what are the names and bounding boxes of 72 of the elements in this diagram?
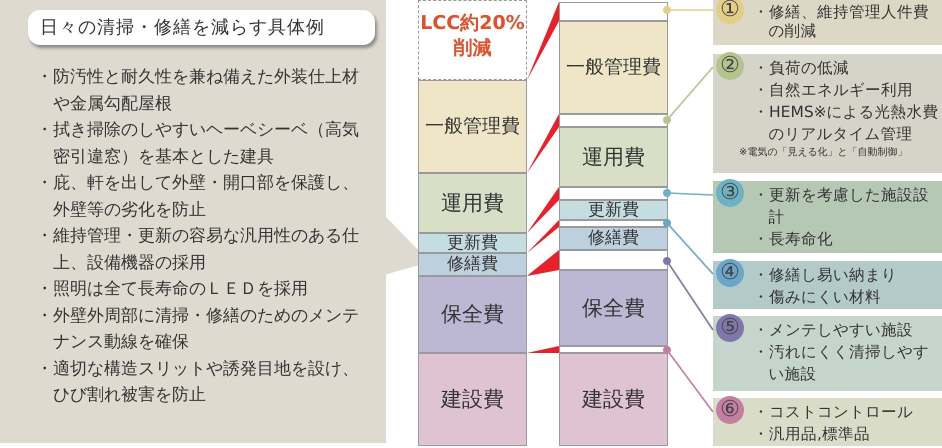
leader-line: [663, 189, 714, 197]
number-badge: ⑥: [716, 396, 744, 424]
number-badge: ⑤: [716, 314, 744, 342]
leader-line: [663, 257, 714, 330]
bar-segment: [418, 233, 527, 253]
bullet-text: ・HEMS※による光熱水費のリアルタイム管理: [753, 102, 939, 145]
segment-label: 建設費: [582, 388, 645, 411]
segment-label: 一般管理費: [566, 57, 661, 78]
gap-segment: [559, 114, 668, 127]
gap-segment: [559, 346, 668, 353]
bullet-text: ・外壁外周部に清掃・修繕のためのメンテナンス動線を確保: [36, 304, 360, 354]
segment-label: 修繕費: [447, 255, 498, 274]
bullet-text: ・適切な構造スリットや誘発目地を設け、ひび割れ被害を防止: [36, 358, 360, 407]
bar-segment: [559, 270, 668, 346]
bar-segment: [418, 80, 527, 173]
bullet-text: ・更新を考慮した施設設計: [753, 185, 930, 228]
bullet-text: ・照明は全て長寿命のＬＥＤを採用: [36, 278, 309, 301]
gap-segment: [559, 250, 668, 270]
bullet-text: ・修繕、維持管理人件費の削減: [753, 3, 930, 41]
bar-segment: [559, 200, 668, 220]
panel-heading: 日々の清掃・修繕を減らす具体例: [28, 10, 375, 45]
segment-label: 更新費: [588, 201, 639, 219]
segment-label: 建設費: [441, 388, 504, 411]
callout-box: [713, 261, 942, 309]
gap-segment: [559, 187, 668, 200]
callout-box: [713, 181, 942, 253]
bar-segment: [559, 227, 668, 250]
leader-line: [663, 219, 714, 275]
segment-label: 一般管理費: [425, 116, 520, 137]
leader-line: [663, 66, 714, 124]
bullet-text: ・長寿命化: [753, 229, 834, 250]
bar-segment: [418, 353, 527, 446]
gap-segment: [559, 220, 668, 227]
number-badge: ①: [716, 0, 744, 24]
bullet-text: ・自然エネルギー利用: [753, 80, 914, 101]
number-badge: ②: [716, 52, 744, 80]
bar-segment: [559, 21, 668, 114]
callout-box: [713, 0, 942, 45]
number-badge: ④: [716, 259, 744, 287]
number-badge: ③: [716, 179, 744, 207]
bar-segment: [418, 173, 527, 233]
footnote: ※電気の「見える化」と「自動制御」: [739, 146, 908, 160]
bullet-text: ・維持管理・更新の容易な汎用性のある仕上、設備機器の採用: [36, 225, 360, 274]
segment-label: 保全費: [441, 303, 504, 326]
segment-label: 修繕費: [588, 229, 639, 248]
segment-label: 保全費: [582, 296, 645, 320]
bar-segment: [559, 353, 668, 446]
bar-segment: [559, 127, 668, 187]
bar-segment: [418, 253, 527, 276]
bullet-text: ・傷みにくい材料: [753, 287, 882, 308]
callout-box: [713, 316, 942, 391]
segment-label: 運用費: [441, 192, 504, 214]
bullet-text: ・コストコントロール: [753, 402, 914, 423]
reduction-label: LCC約20% 削減: [419, 11, 526, 61]
bullet-text: ・修繕し易い納まり: [753, 265, 898, 286]
bullet-text: ・汎用品,標準品: [753, 424, 871, 445]
bullet-text: ・メンテしやすい施設: [753, 320, 914, 341]
reduction-box: [418, 0, 527, 80]
bullet-text: ・拭き掃除のしやすいヘーベシーベ（高気密引違窓）を基本とした建具: [36, 119, 360, 168]
callout-box: [713, 398, 942, 446]
info-panel: [0, 0, 386, 443]
bullet-text: ・防汚性と耐久性を兼ね備えた外装仕上材や金属勾配屋根: [36, 66, 360, 116]
leader-line: [663, 6, 713, 14]
callout-box: [713, 54, 942, 173]
gap-segment: [559, 2, 668, 21]
segment-label: 運用費: [582, 146, 645, 168]
leader-line: [663, 346, 714, 412]
bullet-text: ・汚れにくく清掃しやすい施設: [753, 342, 930, 385]
segment-label: 更新費: [447, 234, 498, 252]
bullet-text: ・負荷の低減: [753, 58, 850, 79]
bullet-text: ・庇、軒を出して外壁・開口部を保護し、外壁等の劣化を防止: [36, 172, 360, 222]
bar-segment: [418, 276, 527, 353]
